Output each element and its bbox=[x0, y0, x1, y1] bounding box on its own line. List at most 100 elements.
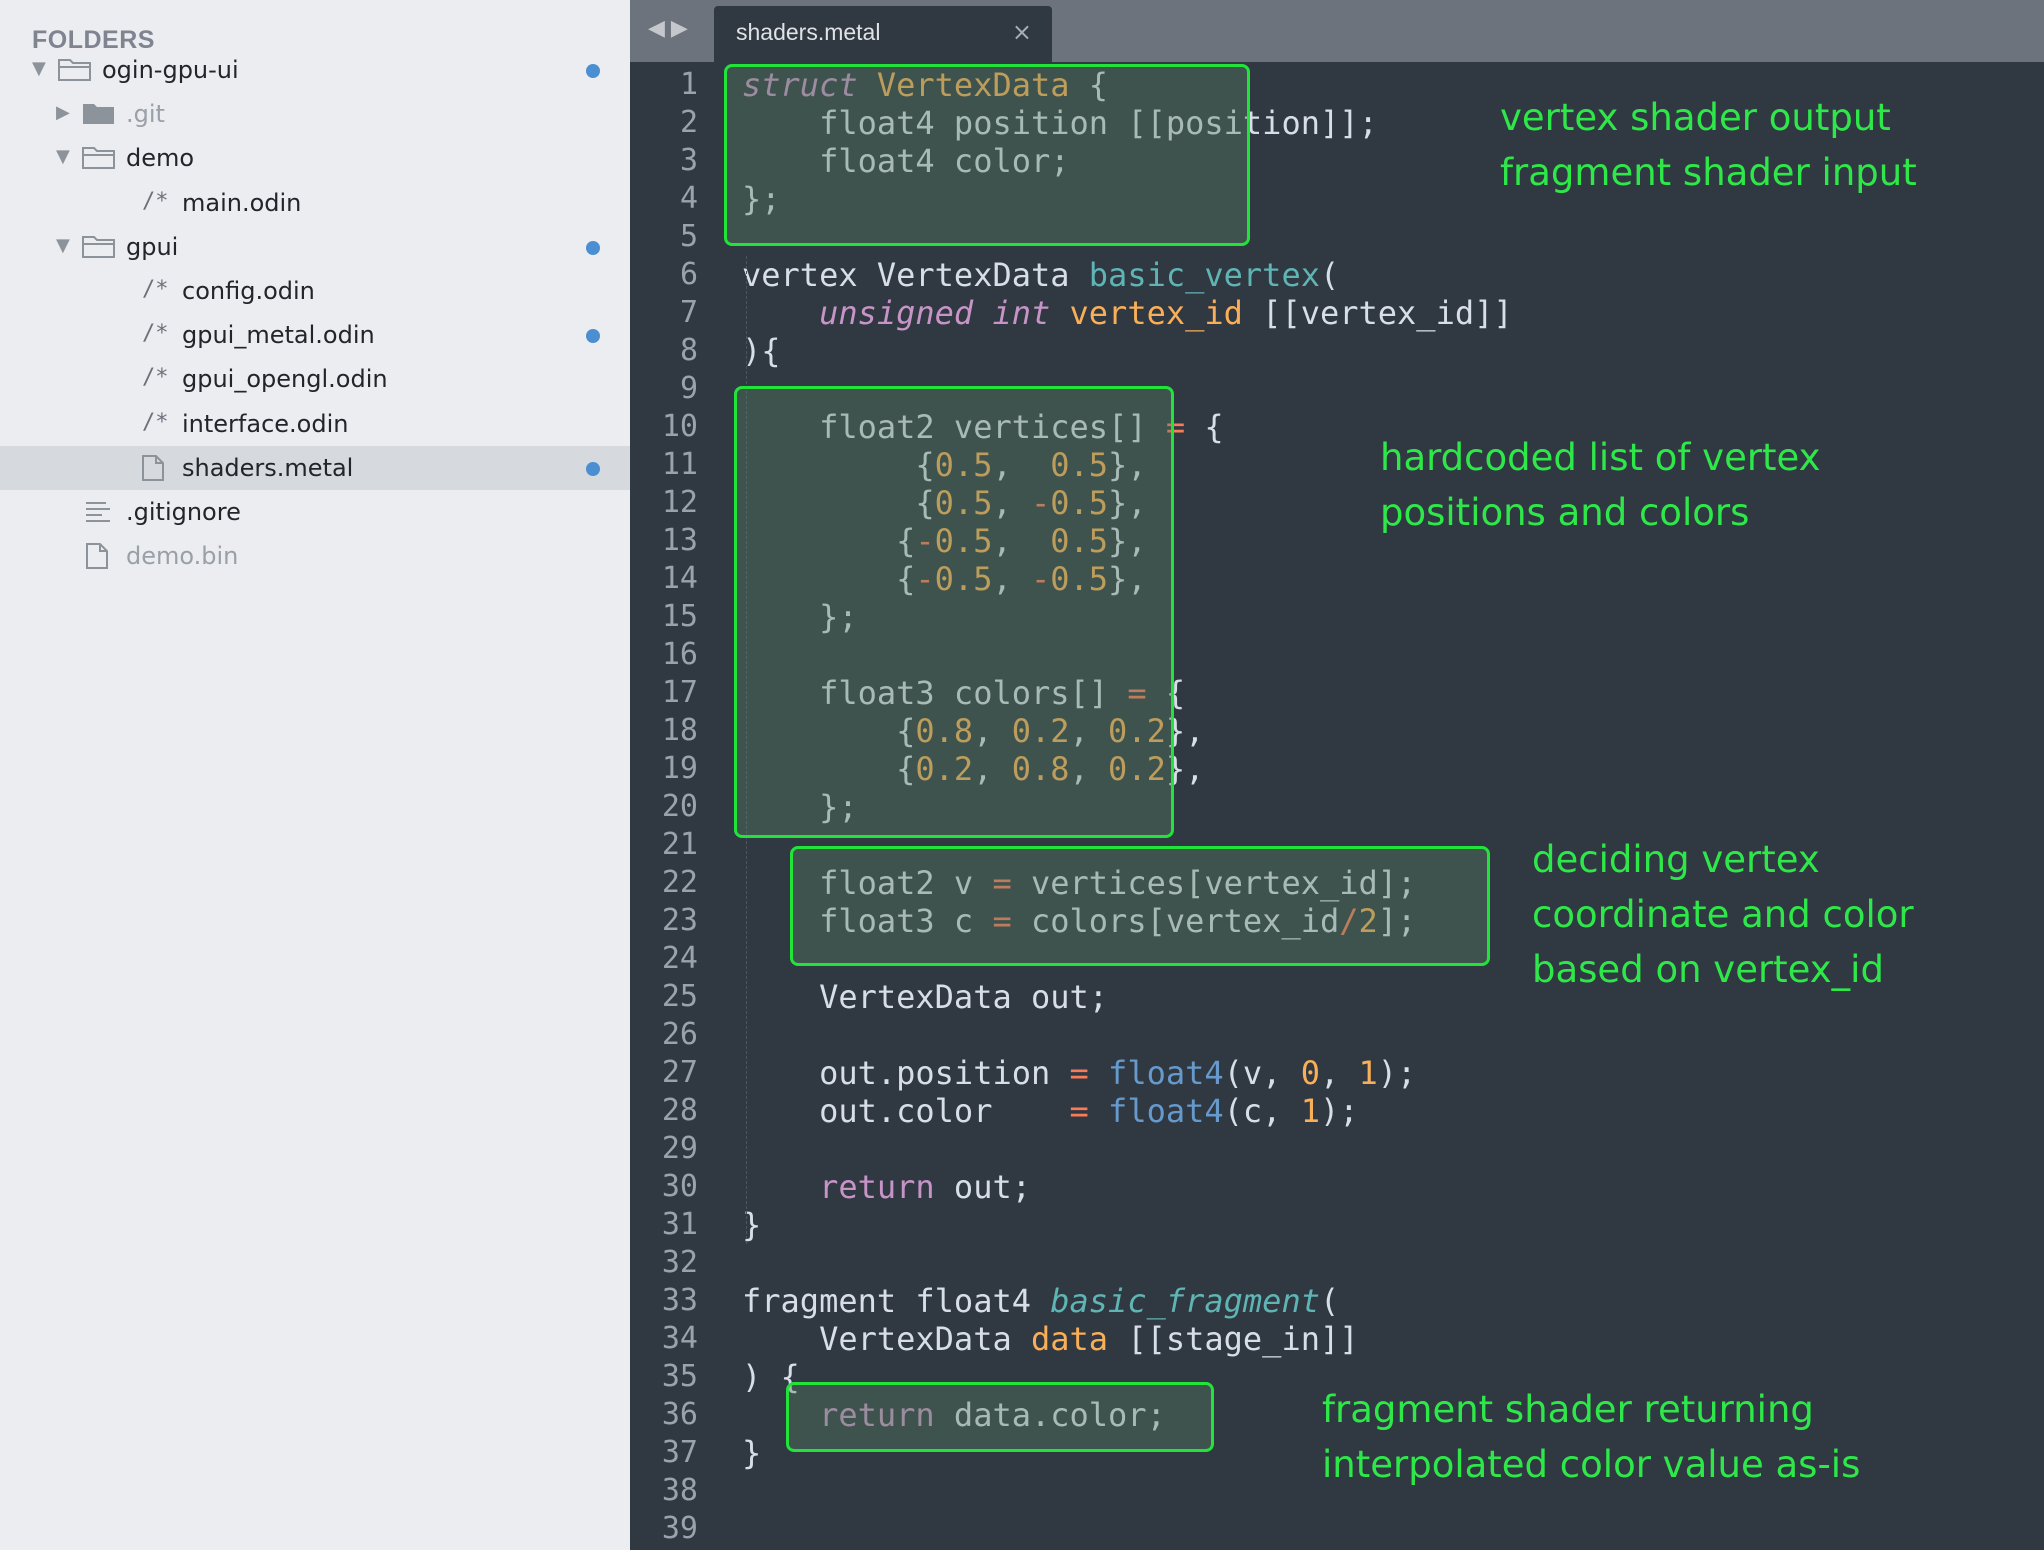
tree-item[interactable]: ▼ gpui bbox=[0, 225, 630, 269]
modified-dot-icon bbox=[586, 64, 600, 78]
line-number: 34 bbox=[661, 1321, 698, 1356]
line-number: 23 bbox=[661, 903, 698, 938]
code-line[interactable]: }; bbox=[742, 180, 781, 218]
line-number: 32 bbox=[661, 1245, 698, 1280]
line-number: 38 bbox=[661, 1473, 698, 1508]
folder-open-icon bbox=[58, 56, 92, 86]
chevron-down-icon[interactable]: ▼ bbox=[32, 58, 46, 79]
tree-item[interactable]: ▼ ogin-gpu-ui bbox=[0, 48, 630, 92]
line-number: 39 bbox=[661, 1511, 698, 1546]
line-number: 4 bbox=[679, 181, 698, 216]
modified-dot-icon bbox=[586, 461, 600, 476]
line-number: 6 bbox=[679, 257, 698, 292]
text-file-icon bbox=[84, 498, 112, 528]
tree-item[interactable]: /* gpui_metal.odin bbox=[0, 313, 630, 357]
tab-nav-arrows[interactable]: ◀▶ bbox=[648, 16, 694, 41]
tree-item[interactable]: /* gpui_opengl.odin bbox=[0, 357, 630, 401]
line-number: 13 bbox=[661, 523, 698, 558]
tree-item[interactable]: ▶ .git bbox=[0, 92, 630, 136]
line-number: 2 bbox=[679, 105, 698, 140]
code-line[interactable]: }; bbox=[742, 598, 858, 636]
close-icon[interactable]: × bbox=[1011, 18, 1032, 46]
tree-item[interactable]: shaders.metal bbox=[0, 445, 630, 490]
line-number: 15 bbox=[661, 599, 698, 634]
indent-guide bbox=[746, 256, 747, 1244]
folder-icon bbox=[82, 100, 116, 130]
code-line[interactable]: float2 vertices[] = { bbox=[742, 408, 1224, 446]
nav-back-icon[interactable]: ◀ bbox=[648, 16, 671, 41]
code-line[interactable]: {-0.5, 0.5}, bbox=[742, 522, 1147, 560]
code-line[interactable]: {0.2, 0.8, 0.2}, bbox=[742, 750, 1205, 788]
nav-forward-icon[interactable]: ▶ bbox=[670, 16, 694, 41]
code-line[interactable]: float2 v = vertices[vertex_id]; bbox=[742, 864, 1417, 902]
tree-item-label: shaders.metal bbox=[182, 453, 354, 482]
highlight-box bbox=[724, 64, 1250, 246]
code-line[interactable]: }; bbox=[742, 788, 858, 826]
tree-item-label: demo bbox=[126, 144, 195, 173]
tree-item[interactable]: /*config.odin bbox=[0, 269, 630, 313]
code-line[interactable]: {-0.5, -0.5}, bbox=[742, 560, 1147, 598]
tree-item-label: ogin-gpu-ui bbox=[102, 56, 239, 84]
code-line[interactable]: fragment float4 basic_fragment( bbox=[742, 1282, 1340, 1320]
chevron-right-icon[interactable]: ▶ bbox=[56, 102, 70, 124]
code-line[interactable]: struct VertexData { bbox=[742, 66, 1109, 104]
code-line[interactable]: float4 position [[position]]; bbox=[742, 104, 1378, 142]
code-line[interactable]: return out; bbox=[819, 1168, 1031, 1206]
comment-file-icon: /* bbox=[142, 321, 169, 347]
line-number: 25 bbox=[661, 979, 698, 1014]
tree-item-label: gpui_opengl.odin bbox=[182, 365, 388, 394]
modified-dot-icon bbox=[586, 240, 600, 255]
line-number: 36 bbox=[661, 1397, 698, 1432]
tree-item-label: main.odin bbox=[182, 188, 302, 217]
tab-shaders-metal[interactable]: shaders.metal × bbox=[714, 6, 1052, 62]
code-line[interactable]: VertexData out; bbox=[742, 978, 1109, 1016]
tree-item-label: .git bbox=[126, 100, 165, 129]
code-line[interactable]: float4 color; bbox=[742, 142, 1070, 180]
tab-label: shaders.metal bbox=[736, 19, 881, 45]
code-line[interactable]: float3 c = colors[vertex_id/2]; bbox=[742, 902, 1417, 940]
tree-item-label: gpui_metal.odin bbox=[182, 321, 375, 350]
code-line[interactable]: ) { bbox=[742, 1358, 800, 1396]
code-line[interactable]: return data.color; bbox=[819, 1396, 1166, 1434]
code-line[interactable]: vertex VertexData basic_vertex( bbox=[742, 256, 1340, 294]
line-number: 9 bbox=[679, 371, 698, 406]
annotation-note: vertex shader output fragment shader inp… bbox=[1500, 96, 1917, 194]
sidebar: FOLDERS ▼ogin-gpu-ui▶.git▼demo/*main.odi… bbox=[0, 0, 630, 1550]
chevron-down-icon[interactable]: ▼ bbox=[56, 146, 70, 168]
tree-item[interactable]: demo.bin bbox=[0, 534, 630, 578]
code-line[interactable]: } bbox=[742, 1206, 762, 1244]
code-line[interactable]: ){ bbox=[742, 332, 781, 370]
line-number: 24 bbox=[661, 941, 698, 976]
chevron-down-icon[interactable]: ▼ bbox=[56, 234, 70, 256]
tree-item[interactable]: /*main.odin bbox=[0, 181, 630, 225]
code-line[interactable]: {0.5, -0.5}, bbox=[742, 484, 1147, 522]
line-number: 8 bbox=[679, 333, 698, 368]
code-line[interactable]: {0.5, 0.5}, bbox=[742, 446, 1147, 484]
code-line[interactable]: unsigned int vertex_id [[vertex_id]] bbox=[819, 294, 1513, 332]
code-line[interactable]: out.position = float4(v, 0, 1); bbox=[742, 1054, 1417, 1092]
line-number: 31 bbox=[661, 1207, 698, 1242]
line-number: 18 bbox=[661, 713, 698, 748]
line-number: 7 bbox=[679, 295, 698, 330]
folder-open-icon bbox=[82, 233, 116, 263]
line-number: 21 bbox=[661, 827, 698, 862]
comment-file-icon: /* bbox=[142, 365, 169, 391]
comment-file-icon: /* bbox=[142, 409, 169, 435]
tree-item-label: interface.odin bbox=[182, 409, 349, 438]
tree-item-label: demo.bin bbox=[126, 542, 239, 571]
code-line[interactable]: float3 colors[] = { bbox=[742, 674, 1186, 712]
tree-item-label: .gitignore bbox=[126, 498, 241, 526]
modified-dot-icon bbox=[586, 329, 600, 344]
line-number: 16 bbox=[661, 637, 698, 672]
tree-item[interactable]: .gitignore bbox=[0, 490, 630, 534]
tree-item[interactable]: /* interface.odin bbox=[0, 402, 630, 446]
code-line[interactable]: } bbox=[742, 1434, 762, 1472]
code-line[interactable]: VertexData data [[stage_in]] bbox=[742, 1320, 1359, 1358]
file-icon bbox=[140, 454, 166, 486]
code-line[interactable]: out.color = float4(c, 1); bbox=[742, 1092, 1359, 1130]
tree-item[interactable]: ▼ demo bbox=[0, 136, 630, 180]
line-number: 22 bbox=[661, 865, 698, 900]
file-icon bbox=[84, 542, 110, 574]
tree-item-label: gpui bbox=[126, 232, 179, 261]
